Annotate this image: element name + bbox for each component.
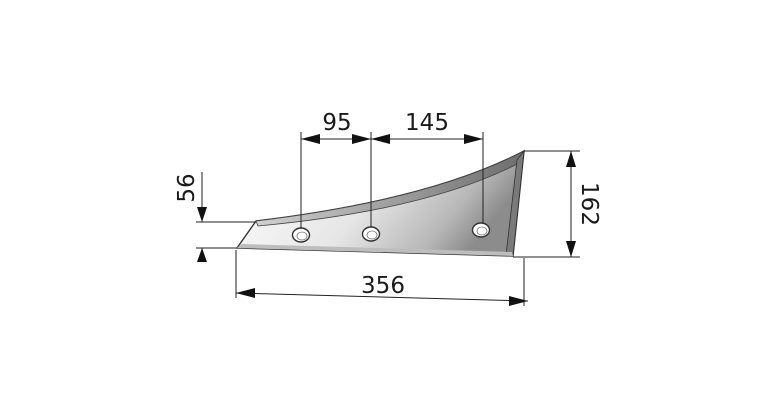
arrowhead: [197, 248, 207, 262]
arrowhead: [464, 134, 483, 144]
dimension-label-356: 356: [361, 273, 405, 299]
dimension-label-162: 162: [576, 182, 602, 226]
arrowhead: [301, 134, 320, 144]
hole-spacing-dimension: 95 145: [300, 110, 484, 228]
bolt-hole-3: [471, 222, 491, 238]
dimension-label-95: 95: [322, 110, 351, 136]
arrowhead: [352, 134, 371, 144]
arrowhead: [566, 241, 576, 257]
dimension-label-56: 56: [174, 173, 200, 202]
bolt-hole-1: [291, 227, 311, 243]
rear-height-dimension: 162: [513, 150, 602, 258]
arrowhead: [566, 151, 576, 167]
arrowhead: [236, 288, 255, 298]
plough-blade: [235, 149, 525, 257]
front-height-dimension: 56: [174, 172, 256, 262]
blade-bottom-edge: [237, 244, 513, 256]
arrowhead: [197, 207, 207, 222]
dimension-line-356: [235, 292, 529, 302]
overall-length-dimension: 356: [235, 250, 529, 306]
bolt-hole-2: [361, 226, 381, 242]
arrowhead: [371, 134, 390, 144]
arrowhead: [509, 296, 528, 306]
dimension-label-145: 145: [405, 110, 449, 136]
